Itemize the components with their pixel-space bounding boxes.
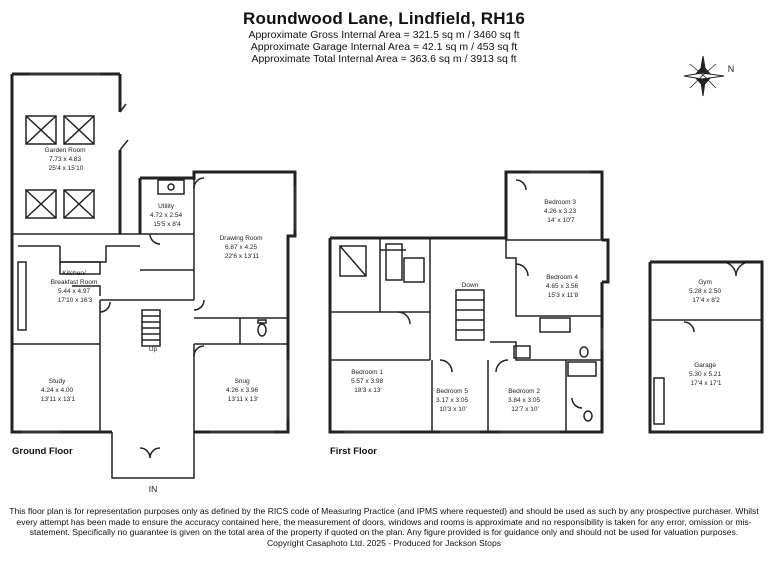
garage-internal-walls	[650, 261, 762, 425]
entrance-label: IN	[149, 484, 158, 494]
ground-floor-plan	[10, 72, 297, 479]
gym-label: Gym 5.28 x 2.50 17'4 x 8'2	[689, 279, 723, 304]
first-floor-windows	[345, 170, 604, 434]
garden-room-label: Garden Room 7.73 x 4.83 25'4 x 15'10	[45, 147, 88, 172]
bedroom5-label: Bedroom 5 3.17 x 3.05 10'3 x 10'	[436, 388, 470, 413]
compass-rose-icon	[683, 55, 725, 97]
drawing-room-label: Drawing Room 6.87 x 4.25 22'6 x 13'11	[220, 235, 265, 260]
gross-area-text: Approximate Gross Internal Area = 321.5 …	[248, 29, 520, 41]
ground-floor-internal-walls	[12, 103, 288, 459]
ground-floor-windows	[22, 72, 297, 434]
bedroom1-label: Bedroom 1 5.57 x 3.98 18'3 x 13'	[351, 369, 385, 394]
first-floor-internal-walls	[330, 179, 602, 432]
stairs-down-label: Down	[462, 282, 479, 289]
stairs-up-label: Up	[149, 346, 158, 353]
study-label: Study 4.24 x 4.00 13'11 x 13'1	[41, 378, 76, 403]
bedroom3-label: Bedroom 3 4.26 x 3.23 14' x 10'7	[544, 199, 578, 224]
disclaimer-text: This floor plan is for representation pu…	[9, 506, 759, 538]
kitchen-label: Kitchen/ Breakfast Room 5.44 x 4.97 17'1…	[51, 270, 99, 304]
disclaimer-block: This floor plan is for representation pu…	[6, 506, 762, 549]
copyright-text: Copyright Casaphoto Ltd. 2025 - Produced…	[266, 538, 502, 549]
plan-title: Roundwood Lane, Lindfield, RH16	[243, 9, 525, 28]
garage-label: Garage 5.30 x 5.21 17'4 x 17'1	[689, 362, 723, 387]
snug-label: Snug 4.26 x 3.96 13'11 x 13'	[226, 378, 260, 403]
ground-floor-label: Ground Floor	[12, 446, 73, 457]
garage-area-text: Approximate Garage Internal Area = 42.1 …	[250, 41, 518, 53]
utility-label: Utility 4.72 x 2.54 15'5 x 8'4	[150, 203, 184, 228]
bedroom4-label: Bedroom 4 4.65 x 3.56 15'3 x 11'8	[546, 274, 580, 299]
total-area-text: Approximate Total Internal Area = 363.6 …	[251, 53, 517, 65]
first-floor-label: First Floor	[330, 446, 377, 457]
compass-north-label: N	[728, 64, 735, 74]
bedroom2-label: Bedroom 2 3.84 x 3.05 12'7 x 10'	[508, 388, 542, 413]
